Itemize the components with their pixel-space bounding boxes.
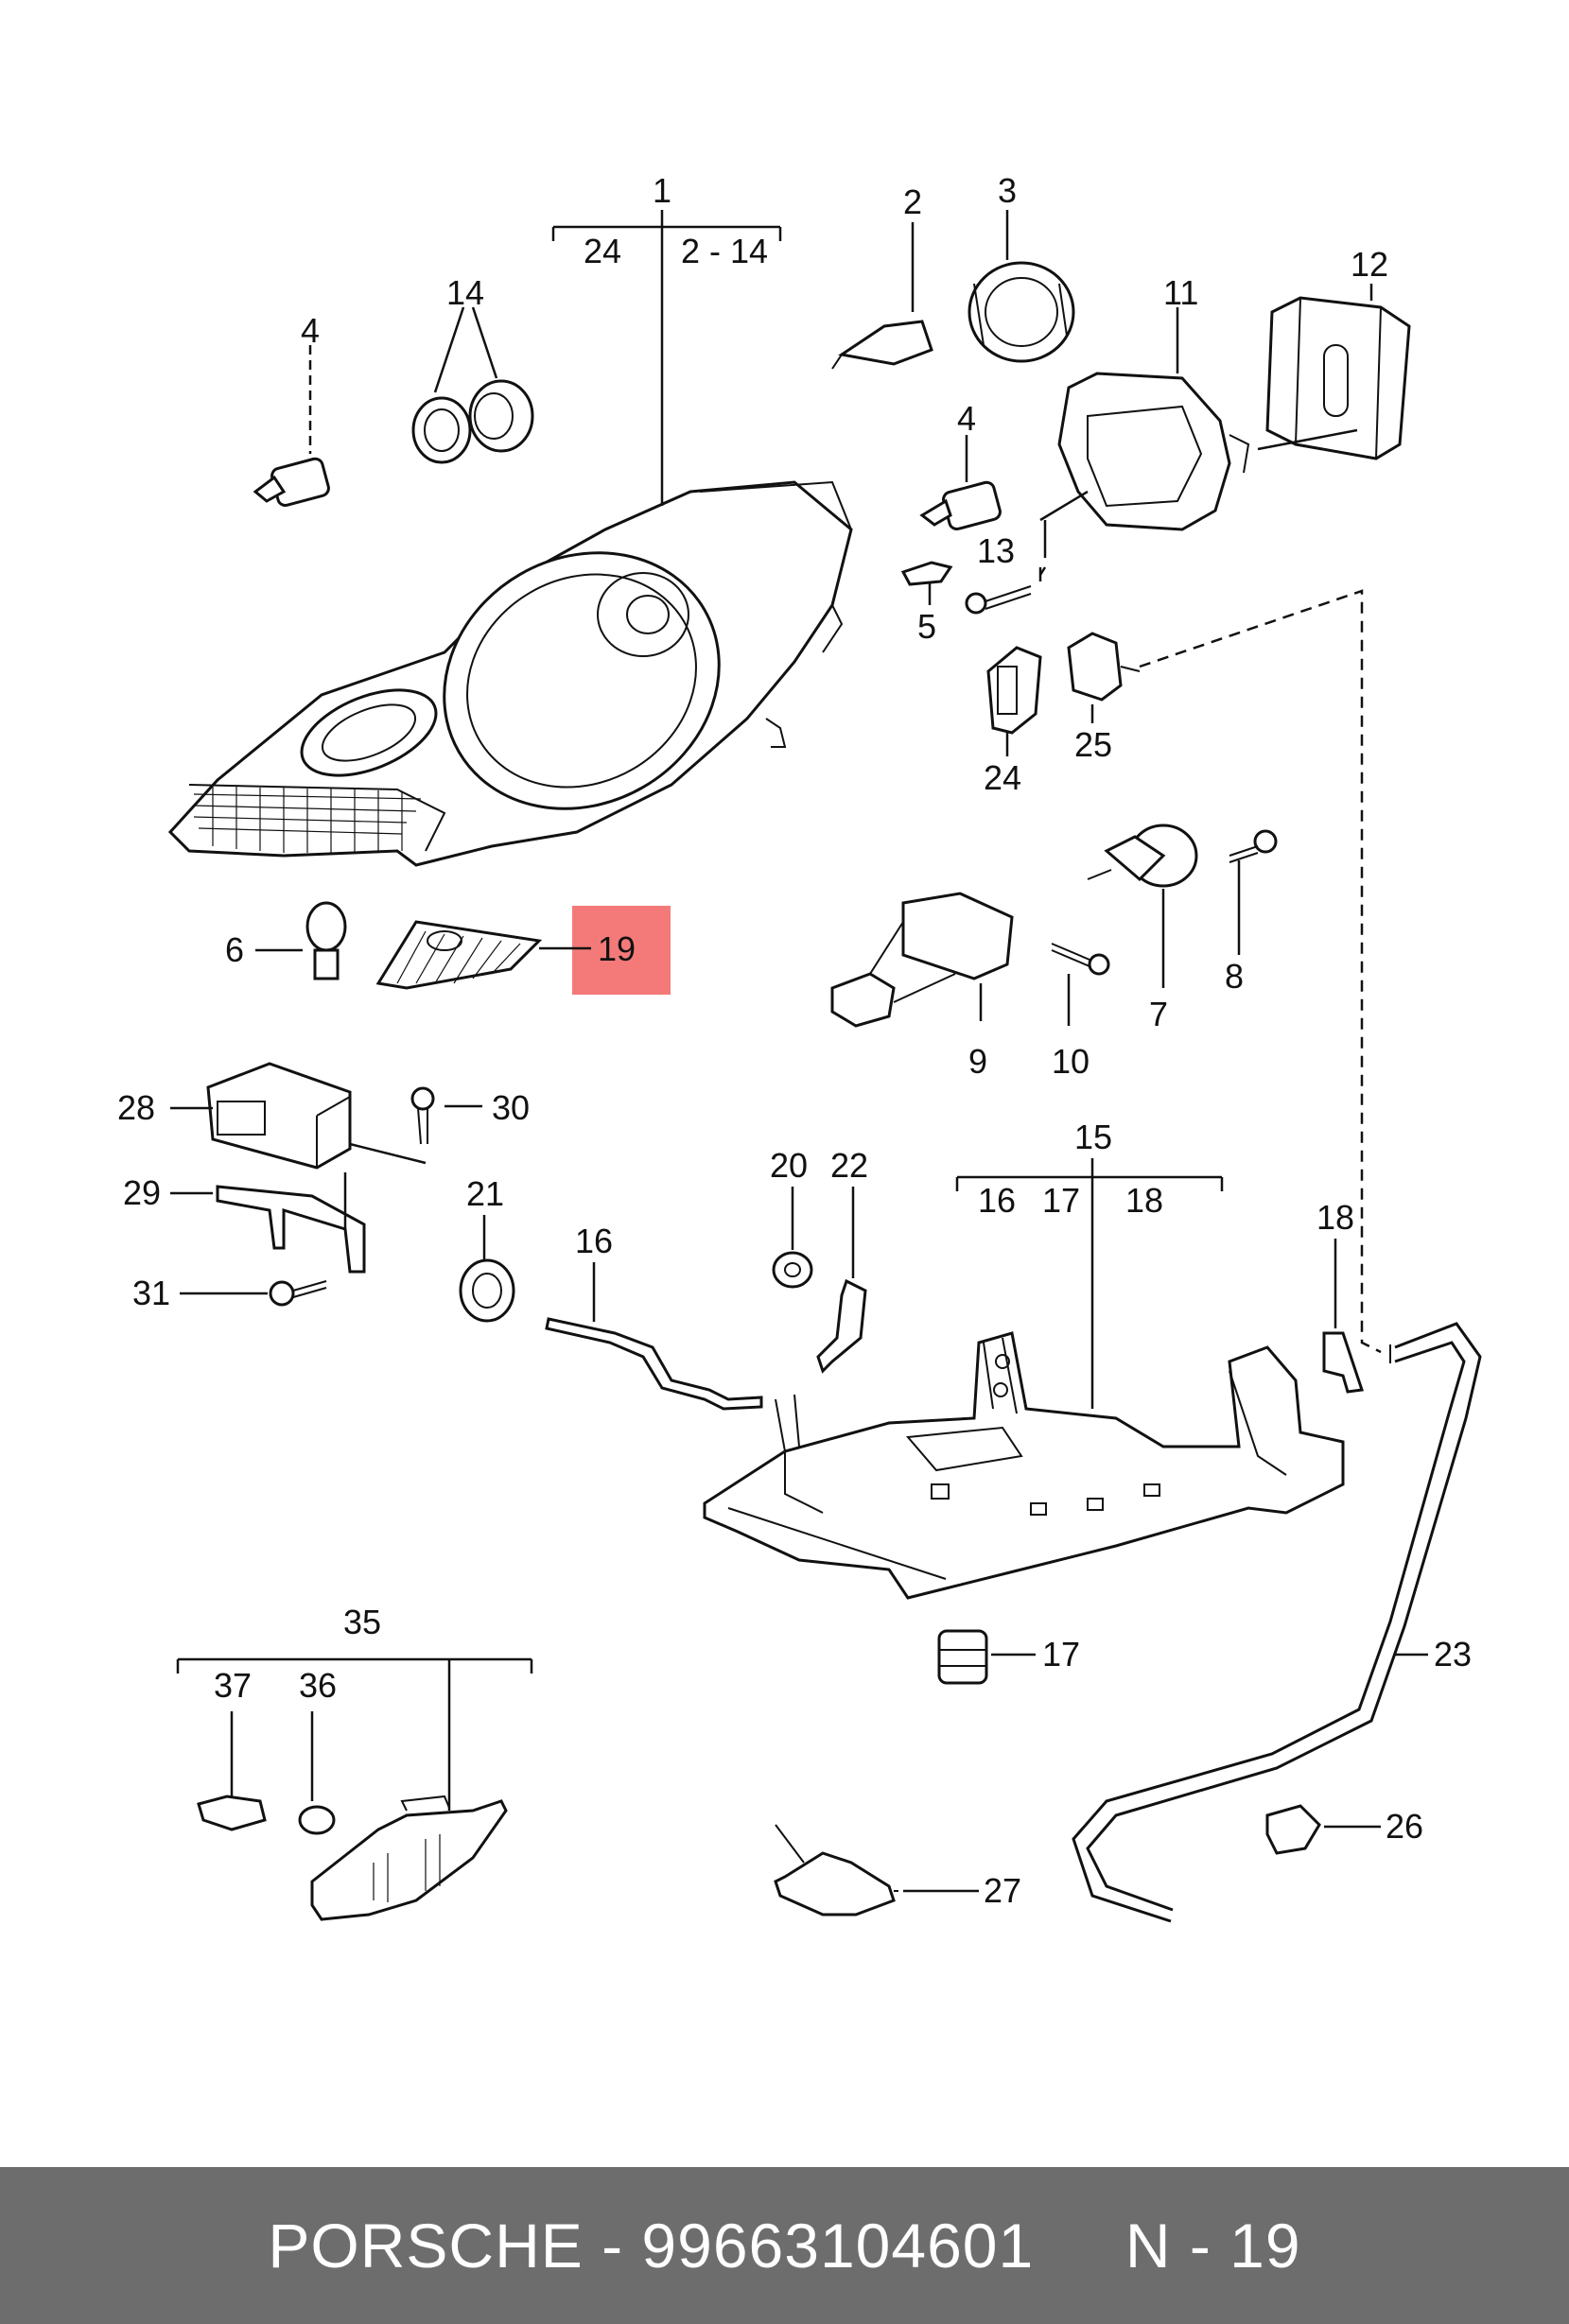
screw-10[interactable] [1051,943,1110,976]
callout-11: 11 [1163,273,1198,312]
callout-5: 5 [917,607,936,646]
nozzle-bracket-27[interactable] [774,1824,898,1916]
callout-23: 23 [1434,1635,1472,1674]
callout-28: 28 [117,1088,155,1127]
callout-18-range: 18 [1125,1181,1163,1220]
xenon-bulb[interactable] [831,320,933,370]
adjust-screw-13[interactable] [965,585,1032,615]
callout-4-left: 4 [301,311,320,350]
callout-16-range: 16 [978,1181,1016,1220]
callout-16: 16 [575,1222,613,1260]
callout-37: 37 [214,1666,252,1705]
control-module-28[interactable] [206,1062,352,1170]
headlamp-housing[interactable] [167,480,853,867]
bulb-h7-left[interactable] [253,457,330,508]
callout-10: 10 [1052,1042,1090,1081]
highlight-box-19[interactable] [572,906,671,995]
callout-17-range: 17 [1042,1181,1080,1220]
clip-22[interactable] [816,1278,867,1374]
bulb-holder-frame[interactable] [1057,372,1250,531]
washer-hose-23[interactable] [1072,1322,1482,1923]
headlamp-base-plate[interactable] [703,1331,1345,1600]
callout-31: 31 [132,1274,170,1312]
xenon-control-unit[interactable] [1265,296,1411,460]
side-marker-lamp[interactable] [310,1795,508,1921]
callout-25: 25 [1074,725,1112,764]
callout-14: 14 [446,273,484,312]
callout-35: 35 [343,1603,381,1641]
parts-diagram: 1 24 2 - 14 14 4 2 3 11 [117,171,1482,1923]
callout-24-top: 24 [584,232,621,270]
grommet-17[interactable] [937,1629,988,1685]
callout-17: 17 [1042,1635,1080,1674]
callout-24: 24 [984,758,1021,797]
callout-27: 27 [984,1871,1021,1910]
callout-4-right: 4 [957,399,976,438]
bulb-h7-right[interactable] [919,480,1002,531]
clip-18[interactable] [1322,1331,1364,1394]
leveling-motor[interactable] [1087,824,1198,888]
footer-caption: PORSCHE - 99663104601 N - 19 [268,2211,1301,2281]
bulb-holder-37[interactable] [197,1795,267,1831]
screw-30[interactable] [410,1086,435,1145]
callout-9: 9 [968,1042,987,1081]
callout-1: 1 [653,171,671,210]
callout-21: 21 [466,1174,504,1213]
connector-24[interactable] [986,646,1042,735]
callout-30: 30 [492,1088,530,1127]
bulb-retaining-ring[interactable] [968,261,1075,363]
callout-8: 8 [1225,957,1244,996]
grommet-21[interactable] [459,1258,515,1323]
actuator-9[interactable] [830,892,1014,1028]
hose-clip-26[interactable] [1265,1804,1321,1855]
bracket-29[interactable] [216,1185,366,1274]
seal-rings[interactable] [411,379,534,464]
callout-18: 18 [1316,1198,1354,1237]
screw-31[interactable] [269,1280,327,1307]
nut-20[interactable] [772,1251,813,1289]
callout-13: 13 [977,531,1015,570]
screw-8[interactable] [1229,829,1278,863]
callout-29: 29 [123,1173,161,1212]
callout-12: 12 [1351,245,1388,284]
adjusting-rod-16[interactable] [545,1317,763,1411]
side-light-bulb[interactable] [900,561,953,586]
callout-3: 3 [998,171,1017,210]
callout-6: 6 [225,930,244,969]
callout-36: 36 [299,1666,337,1705]
callout-20: 20 [770,1146,808,1185]
turn-signal-bulb[interactable] [305,901,347,980]
callout-15: 15 [1074,1118,1112,1156]
footer-bar: PORSCHE - 99663104601 N - 19 [0,2167,1569,2324]
callout-2: 2 [903,182,922,221]
connector-25[interactable] [1067,632,1141,702]
lens-cover-19[interactable] [375,920,543,990]
callout-26: 26 [1386,1807,1423,1846]
callout-19[interactable]: 19 [598,929,636,968]
wedge-bulb-36[interactable] [298,1805,336,1835]
callout-2-14: 2 - 14 [681,232,768,270]
callout-7: 7 [1149,995,1168,1033]
callout-22: 22 [830,1146,868,1185]
